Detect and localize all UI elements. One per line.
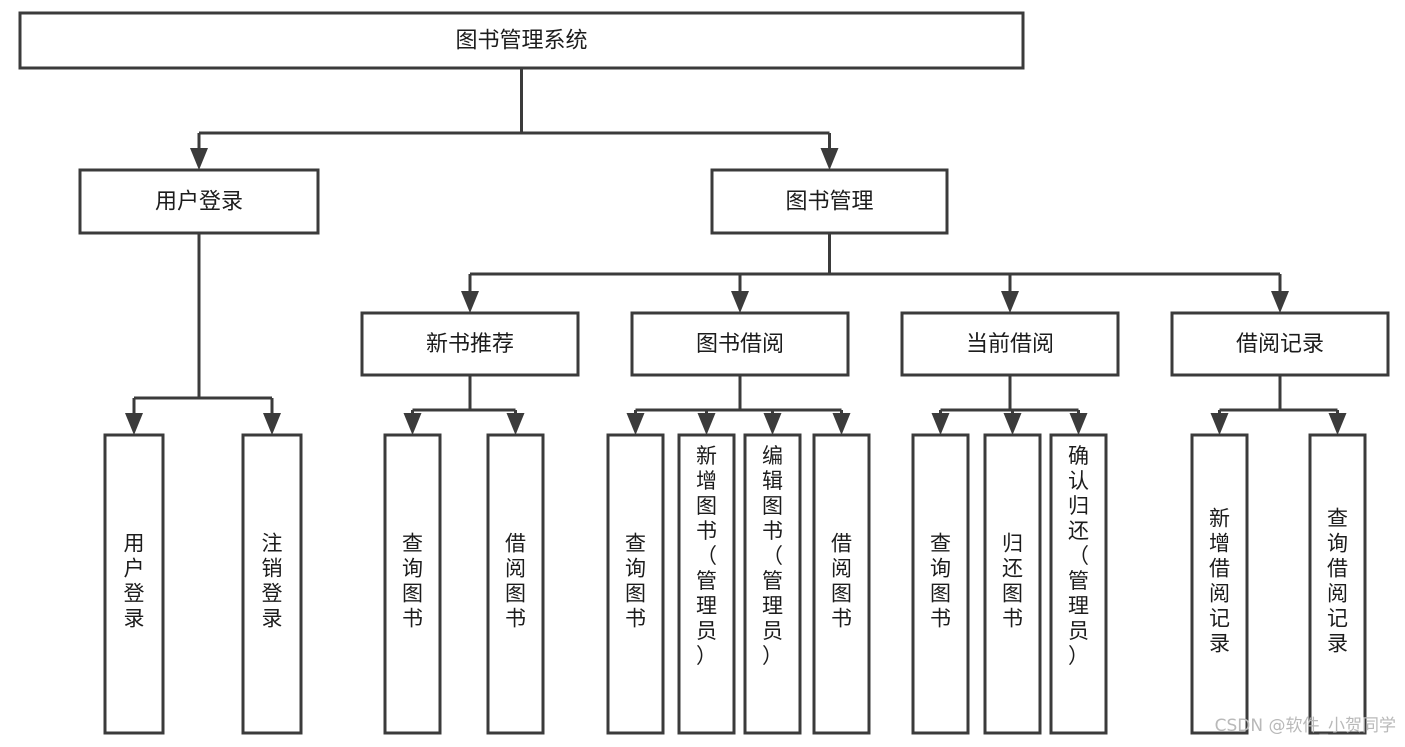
arrow-head-icon	[731, 291, 749, 313]
leaf-node-4[interactable]: 借阅图书	[486, 433, 545, 735]
leaf-node-13[interactable]: 查询借阅记录	[1308, 433, 1367, 735]
level2-node-2-label: 图书管理	[785, 190, 873, 215]
leaf-node-3[interactable]: 查询图书	[383, 433, 442, 735]
level2-node-1-box[interactable]	[78, 168, 320, 235]
leaf-node-7-box[interactable]	[743, 433, 802, 735]
level3-node-1-label: 新书推荐	[426, 332, 514, 357]
arrow-head-icon	[697, 413, 716, 435]
arrow-head-icon	[832, 413, 851, 435]
level2-node-1[interactable]: 用户登录	[78, 168, 320, 235]
root-node-book-management-system-label: 图书管理系统	[455, 29, 587, 54]
arrow-head-icon	[1069, 413, 1088, 435]
arrow-head-icon	[820, 148, 839, 170]
leaf-node-10-label: 归还图书	[1002, 532, 1023, 631]
leaf-node-3-label: 查询图书	[402, 532, 423, 631]
leaf-node-6-box[interactable]	[677, 433, 736, 735]
level2-node-2-box[interactable]	[710, 168, 949, 235]
leaf-node-9[interactable]: 查询图书	[911, 433, 970, 735]
leaf-node-4-label: 借阅图书	[505, 532, 526, 631]
leaf-node-11[interactable]: 确认归还（管理员）	[1049, 433, 1108, 735]
leaf-node-6[interactable]: 新增图书（管理员）	[677, 433, 736, 735]
leaf-node-10-box[interactable]	[983, 433, 1042, 735]
arrow-head-icon	[931, 413, 950, 435]
leaf-node-3-box[interactable]	[383, 433, 442, 735]
leaf-node-2-label: 注销登录	[262, 532, 283, 631]
level3-node-1-box[interactable]	[360, 311, 580, 377]
arrow-head-icon	[626, 413, 645, 435]
arrow-head-icon	[403, 413, 422, 435]
csdn-watermark: CSDN @软件_小贺同学	[1215, 716, 1396, 736]
arrow-head-icon	[1328, 413, 1347, 435]
leaf-node-5[interactable]: 查询图书	[606, 433, 665, 735]
arrow-head-icon	[263, 413, 281, 435]
leaf-node-11-box[interactable]	[1049, 433, 1108, 735]
leaf-node-7[interactable]: 编辑图书（管理员）	[743, 433, 802, 735]
leaf-node-10[interactable]: 归还图书	[983, 433, 1042, 735]
leaf-node-9-label: 查询图书	[930, 532, 951, 631]
leaf-node-2[interactable]: 注销登录	[241, 433, 303, 735]
leaf-node-1-box[interactable]	[103, 433, 165, 735]
level3-node-3-box[interactable]	[900, 311, 1120, 377]
leaf-node-4-box[interactable]	[486, 433, 545, 735]
root-node-book-management-system[interactable]: 图书管理系统	[18, 11, 1025, 70]
arrow-head-icon	[1210, 413, 1229, 435]
arrow-head-icon	[1003, 413, 1022, 435]
arrow-head-icon	[1001, 291, 1019, 313]
leaf-node-13-label: 查询借阅记录	[1327, 507, 1348, 656]
level3-node-2-label: 图书借阅	[696, 332, 784, 357]
leaf-node-8[interactable]: 借阅图书	[812, 433, 871, 735]
root-node-book-management-system-box[interactable]	[18, 11, 1025, 70]
arrow-head-icon	[763, 413, 782, 435]
leaf-node-5-label: 查询图书	[625, 532, 646, 631]
leaf-node-1[interactable]: 用户登录	[103, 433, 165, 735]
nodes-layer: 图书管理系统用户登录图书管理新书推荐图书借阅当前借阅借阅记录用户登录注销登录查询…	[18, 11, 1390, 735]
leaf-node-12[interactable]: 新增借阅记录	[1190, 433, 1249, 735]
leaf-node-2-box[interactable]	[241, 433, 303, 735]
leaf-node-8-label: 借阅图书	[831, 532, 852, 631]
level3-node-2-box[interactable]	[630, 311, 850, 377]
leaf-node-12-box[interactable]	[1190, 433, 1249, 735]
leaf-node-5-box[interactable]	[606, 433, 665, 735]
level2-node-1-label: 用户登录	[155, 190, 243, 215]
leaf-node-13-box[interactable]	[1308, 433, 1367, 735]
level3-node-3-label: 当前借阅	[966, 332, 1054, 357]
arrow-head-icon	[190, 148, 208, 170]
level2-node-2[interactable]: 图书管理	[710, 168, 949, 235]
arrow-head-icon	[1271, 291, 1289, 313]
leaf-node-6-label: 新增图书（管理员）	[696, 444, 717, 668]
leaf-node-1-label: 用户登录	[124, 532, 145, 631]
leaf-node-9-box[interactable]	[911, 433, 970, 735]
level3-node-4-box[interactable]	[1170, 311, 1390, 377]
level3-node-4[interactable]: 借阅记录	[1170, 311, 1390, 377]
level3-node-3[interactable]: 当前借阅	[900, 311, 1120, 377]
leaf-node-12-label: 新增借阅记录	[1209, 507, 1230, 656]
arrow-head-icon	[461, 291, 479, 313]
leaf-node-11-label: 确认归还（管理员）	[1068, 444, 1089, 668]
leaf-node-8-box[interactable]	[812, 433, 871, 735]
leaf-node-7-label: 编辑图书（管理员）	[762, 444, 783, 668]
level3-node-2[interactable]: 图书借阅	[630, 311, 850, 377]
level3-node-1[interactable]: 新书推荐	[360, 311, 580, 377]
arrow-head-icon	[125, 413, 143, 435]
level3-node-4-label: 借阅记录	[1236, 332, 1324, 357]
arrow-head-icon	[506, 413, 525, 435]
connectors-layer	[125, 68, 1347, 435]
